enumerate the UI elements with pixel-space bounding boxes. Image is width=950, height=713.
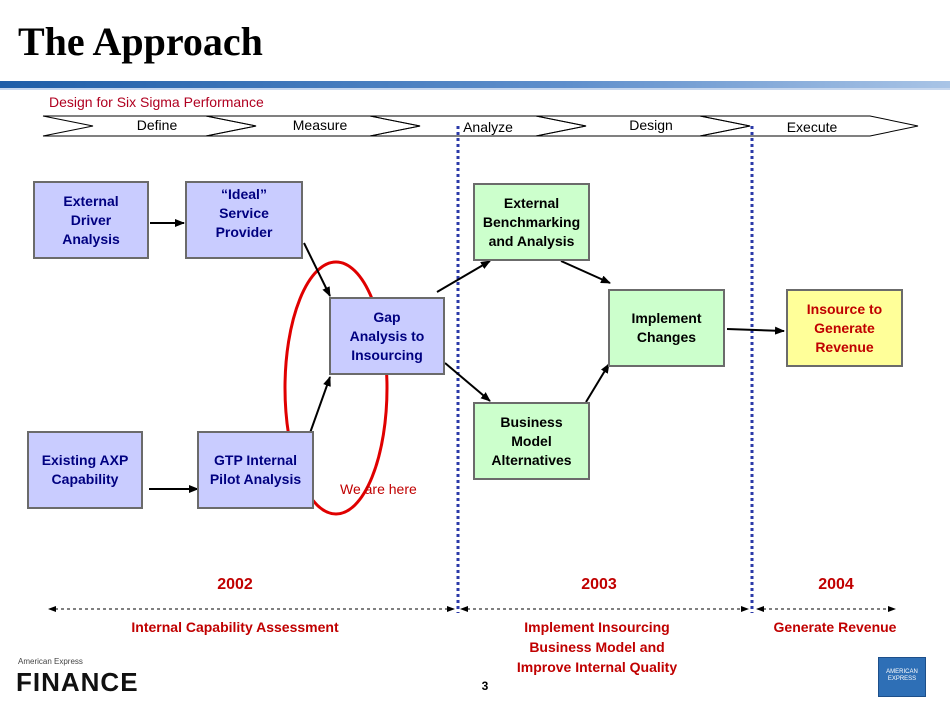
header-rule — [0, 81, 950, 88]
period-label-internal-capability: Internal Capability Assessment — [131, 619, 339, 635]
flow-arrows — [149, 219, 785, 493]
amex-logo: AMERICAN EXPRESS — [878, 657, 926, 697]
external-driver-analysis-box: External Driver Analysis — [33, 181, 149, 259]
gap-analysis-box: Gap Analysis to Insourcing — [329, 297, 445, 375]
finance-logo: FINANCE — [16, 667, 139, 697]
phase-label-execute: Execute — [786, 119, 838, 135]
phase-label-define: Define — [136, 117, 178, 133]
business-model-alternatives-box: Business Model Alternatives — [473, 402, 590, 480]
ideal-service-provider-box: “Ideal” Service Provider — [185, 181, 303, 259]
year-2002: 2002 — [217, 576, 253, 593]
page-number: 3 — [481, 679, 489, 693]
period-label-implement-insourcing: Implement Insourcing Business Model and … — [516, 619, 678, 675]
page-title: The Approach — [18, 19, 263, 64]
external-benchmarking-box: External Benchmarking and Analysis — [473, 183, 590, 261]
phase-label-analyze: Analyze — [463, 119, 513, 135]
year-2003: 2003 — [581, 576, 617, 593]
we-are-here-ellipse — [283, 260, 389, 516]
existing-axp-capability-box: Existing AXP Capability — [27, 431, 143, 509]
we-are-here-label: We are here — [340, 481, 417, 497]
implement-changes-box: Implement Changes — [608, 289, 725, 367]
phase-chevrons — [42, 115, 919, 137]
phase-label-measure: Measure — [292, 117, 348, 133]
insource-revenue-box: Insource to Generate Revenue — [786, 289, 903, 367]
subtitle: Design for Six Sigma Performance — [49, 94, 264, 110]
phase-label-design: Design — [629, 117, 673, 133]
amex-logo-text: AMERICAN EXPRESS — [886, 669, 918, 682]
year-2004: 2004 — [818, 576, 854, 593]
gtp-internal-pilot-box: GTP Internal Pilot Analysis — [197, 431, 314, 509]
brand-small-text: American Express — [18, 657, 83, 666]
period-label-generate-revenue: Generate Revenue — [773, 619, 897, 635]
